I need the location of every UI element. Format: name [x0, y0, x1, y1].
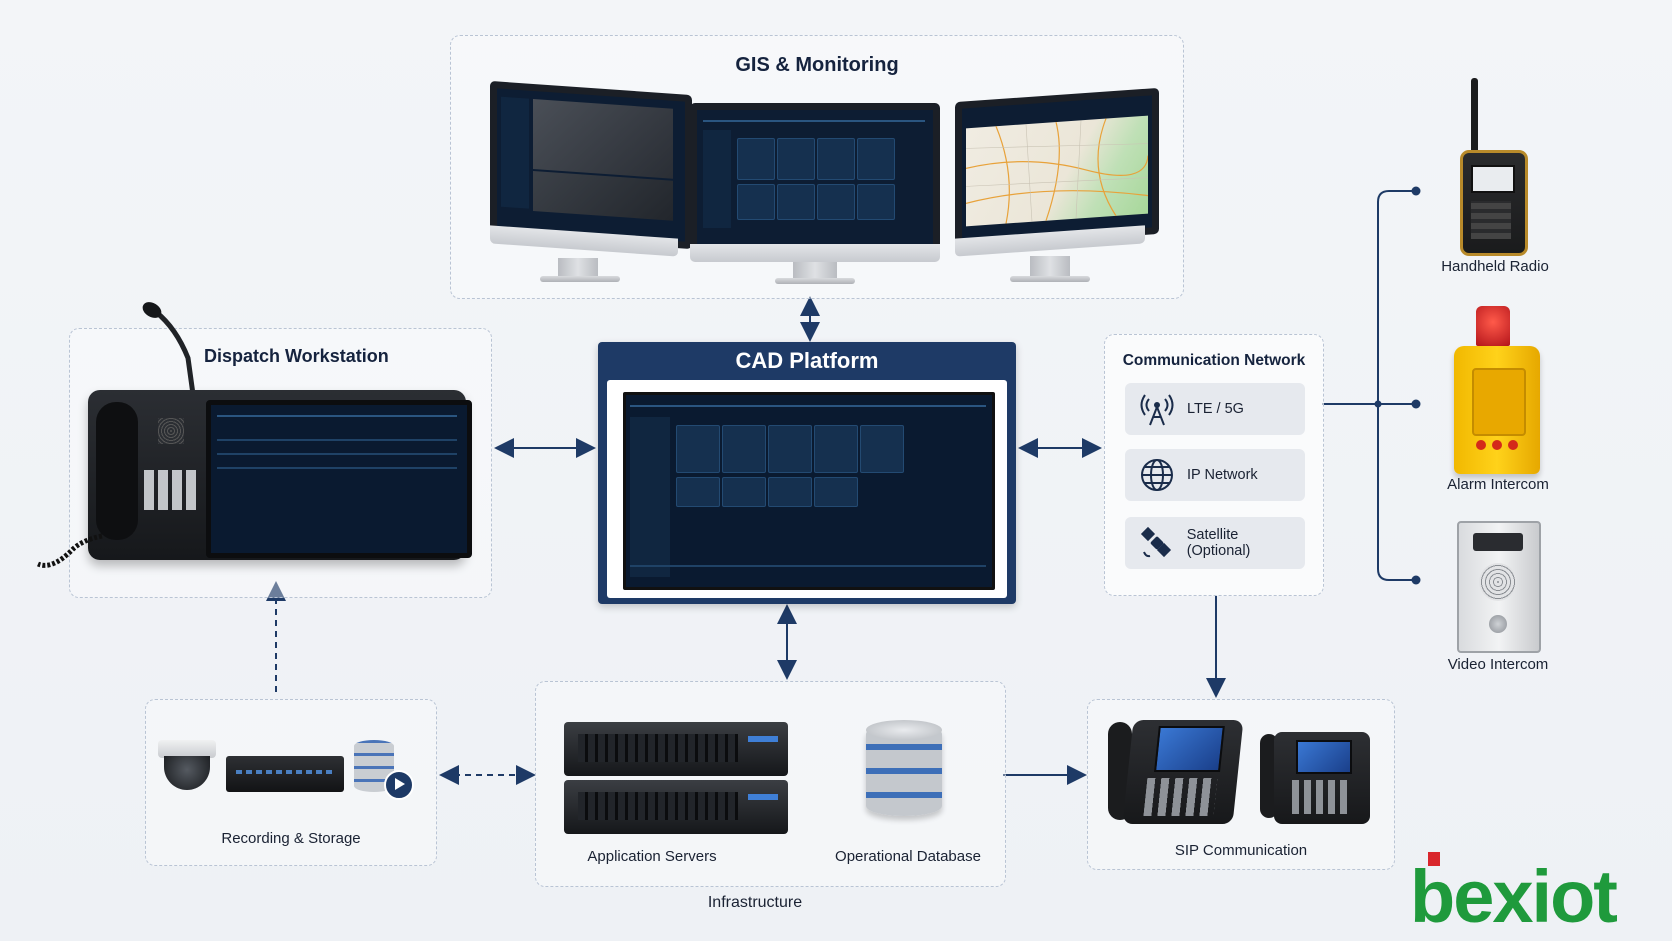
device-label: Handheld Radio: [1441, 258, 1549, 275]
cad-platform-panel: CAD Platform: [598, 342, 1016, 604]
app-servers-label: Application Servers: [587, 848, 717, 865]
globe-icon: [1139, 457, 1175, 493]
infrastructure-panel: Application Servers Operational Database: [535, 681, 1006, 887]
comm-item-ip: IP Network: [1125, 449, 1305, 501]
comm-network-panel: Communication Network LTE / 5G IP Networ…: [1104, 334, 1324, 596]
sip-label: SIP Communication: [1174, 842, 1308, 859]
comm-item-satellite: Satellite (Optional): [1125, 517, 1305, 569]
cad-title: CAD Platform: [735, 348, 879, 373]
gis-title: GIS & Monitoring: [735, 54, 899, 76]
nvr-recorder-icon: [226, 756, 344, 792]
comm-item-label: IP Network: [1187, 467, 1258, 483]
database-label: Operational Database: [835, 848, 981, 865]
recording-label: Recording & Storage: [221, 830, 361, 847]
logo-text: bexiot: [1410, 855, 1617, 928]
device-label: Alarm Intercom: [1447, 476, 1549, 493]
comm-title: Communication Network: [1122, 352, 1306, 369]
comm-item-label: Satellite (Optional): [1186, 527, 1251, 559]
device-label: Video Intercom: [1447, 656, 1549, 673]
dispatch-title: Dispatch Workstation: [204, 346, 389, 366]
recording-panel: Recording & Storage: [145, 699, 437, 866]
cad-screen: [623, 392, 995, 590]
sip-panel: SIP Communication: [1087, 699, 1395, 870]
comm-item-lte: LTE / 5G: [1125, 383, 1305, 435]
satellite-icon: [1139, 525, 1175, 561]
antenna-icon: [1139, 391, 1175, 427]
comm-item-label: LTE / 5G: [1187, 401, 1244, 417]
infrastructure-label: Infrastructure: [707, 894, 803, 911]
bexiot-logo: bexiot: [1410, 852, 1648, 938]
